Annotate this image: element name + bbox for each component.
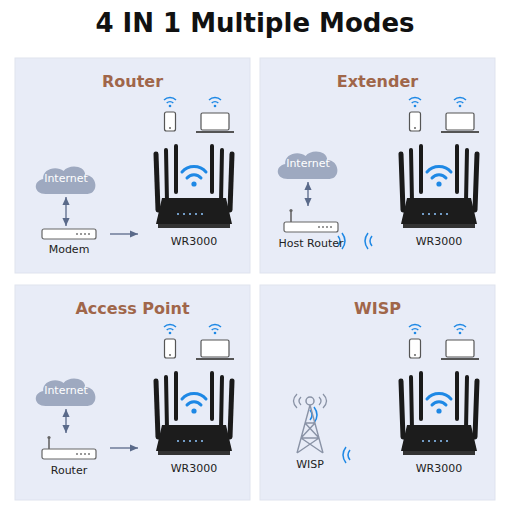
mode-heading: Access Point: [15, 299, 250, 318]
device-label: WR3000: [385, 462, 493, 475]
diagram-title: 4 IN 1 Multiple Modes: [0, 8, 510, 38]
panel-ground: [15, 285, 250, 500]
device-icon: [389, 140, 489, 232]
internet-cloud: Internet: [30, 375, 102, 407]
device-label: WR3000: [140, 235, 248, 248]
network-device: Host Router: [272, 208, 350, 250]
mode-heading: WISP: [260, 299, 495, 318]
network-link: [65, 197, 66, 226]
internet-cloud: Internet: [272, 148, 344, 180]
device-icon: [283, 393, 337, 455]
internet-cloud: Internet: [30, 163, 102, 195]
network-device: Modem: [30, 228, 108, 256]
network-link: [110, 233, 138, 234]
mode-panel: RouterInternetModem WR3000: [15, 58, 250, 273]
network-device: Router: [30, 435, 108, 477]
device-label: Router: [30, 464, 108, 477]
device-label: Modem: [30, 243, 108, 256]
wisp-tower: WISP: [274, 393, 346, 471]
mode-panel: Access PointInternetRouter WR3000: [15, 285, 250, 500]
panel-ground: [15, 58, 250, 273]
device-label: WISP: [274, 458, 346, 471]
client-icons: [164, 98, 234, 132]
device-label: Internet: [272, 148, 344, 180]
mode-panel: WISP WISP WR3000: [260, 285, 495, 500]
router-device: WR3000: [140, 367, 248, 475]
device-icon: [41, 228, 97, 240]
router-device: WR3000: [385, 367, 493, 475]
mode-panel: ExtenderInternetHost Router WR3000: [260, 58, 495, 273]
mode-heading: Router: [15, 72, 250, 91]
panel-ground: [260, 58, 495, 273]
network-link: [110, 447, 138, 448]
network-link: [65, 409, 66, 433]
device-icon: [41, 435, 97, 461]
device-label: Internet: [30, 163, 102, 195]
device-label: Host Router: [272, 237, 350, 250]
client-icons: [409, 325, 479, 359]
mode-heading: Extender: [260, 72, 495, 91]
client-icons: [164, 325, 234, 359]
device-label: Internet: [30, 375, 102, 407]
router-device: WR3000: [140, 140, 248, 248]
device-icon: [389, 367, 489, 459]
client-icons: [409, 98, 479, 132]
device-icon: [144, 367, 244, 459]
device-icon: [144, 140, 244, 232]
network-link: [307, 182, 308, 206]
device-icon: [283, 208, 339, 234]
device-label: WR3000: [385, 235, 493, 248]
router-device: WR3000: [385, 140, 493, 248]
device-label: WR3000: [140, 462, 248, 475]
panel-ground: [260, 285, 495, 500]
